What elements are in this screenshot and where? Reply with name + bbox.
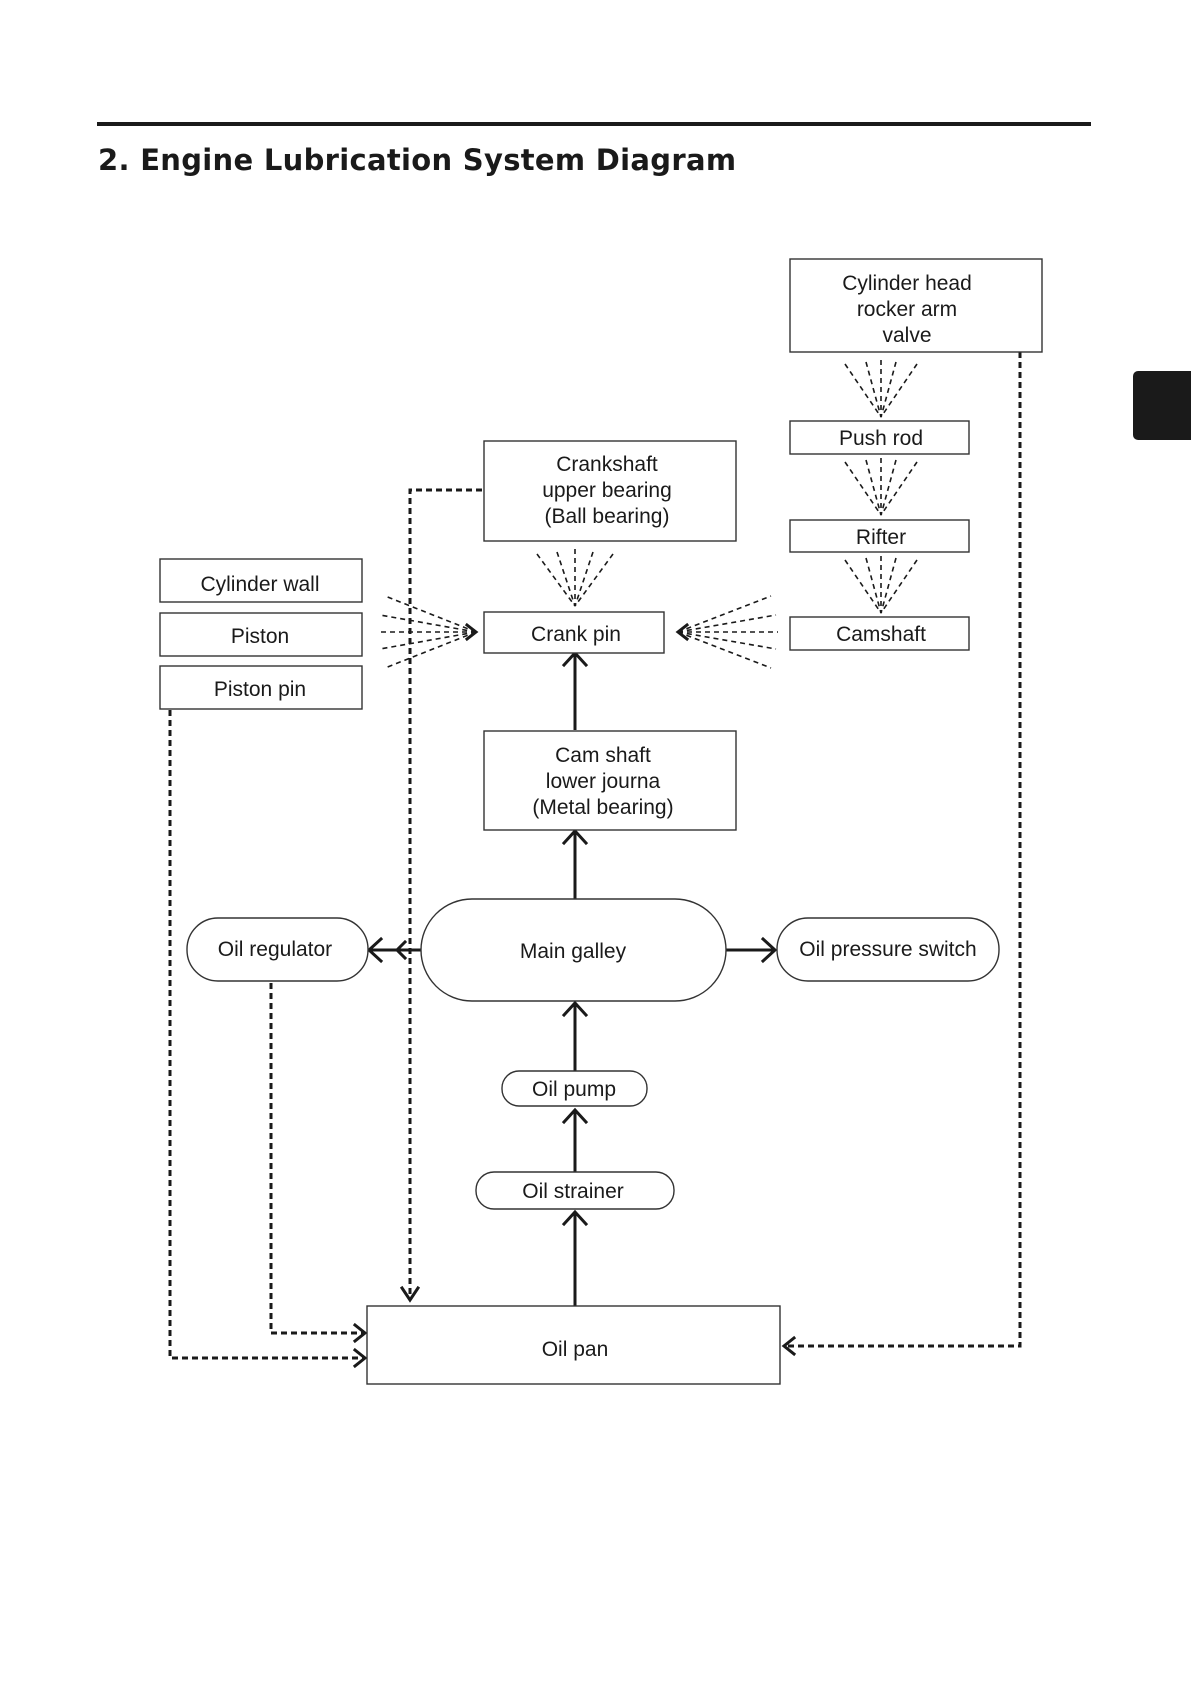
svg-text:Cylinder head: Cylinder head [842,272,972,295]
flow-galley-to-pressure-switch [725,939,775,961]
svg-text:Oil strainer: Oil strainer [522,1180,624,1203]
svg-text:Camshaft: Camshaft [836,623,926,646]
svg-text:(Metal bearing): (Metal bearing) [532,796,673,819]
spray-rifter-to-camshaft [845,556,917,613]
crankshaft-upper-bearing-box: Crankshaft upper bearing (Ball bearing) [484,441,736,541]
spray-crankshaft-bearing-to-crank-pin [537,549,613,606]
piston-box: Piston [160,613,362,656]
svg-text:Piston pin: Piston pin [214,678,306,701]
oil-regulator-node: Oil regulator [187,918,368,981]
spray-camshaft-to-crank-pin [678,596,778,668]
svg-text:Main galley: Main galley [520,940,627,963]
svg-text:Piston: Piston [231,625,289,648]
flow-crank-pin-to-journal [564,653,586,730]
svg-text:rocker arm: rocker arm [857,298,957,321]
spray-cylinder-head-to-push-rod [845,360,917,417]
main-galley-node: Main galley [421,899,726,1001]
svg-text:upper bearing: upper bearing [542,479,672,502]
crank-pin-box: Crank pin [484,612,664,653]
svg-text:Oil pan: Oil pan [542,1338,609,1361]
spray-crank-pin-to-cylinder [378,596,476,668]
svg-text:Oil pressure switch: Oil pressure switch [799,938,976,961]
piston-pin-box: Piston pin [160,666,362,709]
svg-text:Crank pin: Crank pin [531,623,621,646]
return-cylinder-head-to-pan [784,352,1020,1354]
flow-galley-to-pump [564,1003,586,1071]
rifter-box: Rifter [790,520,969,552]
oil-strainer-node: Oil strainer [476,1172,674,1209]
svg-text:Crankshaft: Crankshaft [556,453,658,476]
svg-text:Oil regulator: Oil regulator [218,938,332,961]
cylinder-wall-box: Cylinder wall [160,559,362,602]
return-piston-pin-to-pan [170,710,365,1366]
cylinder-head-box: Cylinder head rocker arm valve [790,259,1042,352]
svg-text:lower journa: lower journa [546,770,661,793]
svg-text:Cam shaft: Cam shaft [555,744,651,767]
oil-pressure-switch-node: Oil pressure switch [777,918,999,981]
svg-text:valve: valve [882,324,931,347]
oil-pump-node: Oil pump [502,1071,647,1106]
svg-text:Push rod: Push rod [839,427,923,450]
return-crankshaft-bearing-to-pan [397,490,482,1300]
svg-text:Rifter: Rifter [856,526,906,549]
svg-text:Cylinder wall: Cylinder wall [200,573,319,596]
return-regulator-to-pan [271,983,365,1341]
svg-text:(Ball bearing): (Ball bearing) [545,505,670,528]
cam-shaft-lower-journal-box: Cam shaft lower journa (Metal bearing) [484,731,736,830]
flow-pump-to-strainer [564,1110,586,1172]
camshaft-box: Camshaft [790,617,969,650]
spray-push-rod-to-rifter [845,458,917,515]
flow-journal-to-galley [564,831,586,899]
push-rod-box: Push rod [790,421,969,454]
svg-text:Oil pump: Oil pump [532,1078,616,1101]
oil-pan-box: Oil pan [367,1306,780,1384]
flow-strainer-to-pan [564,1212,586,1306]
